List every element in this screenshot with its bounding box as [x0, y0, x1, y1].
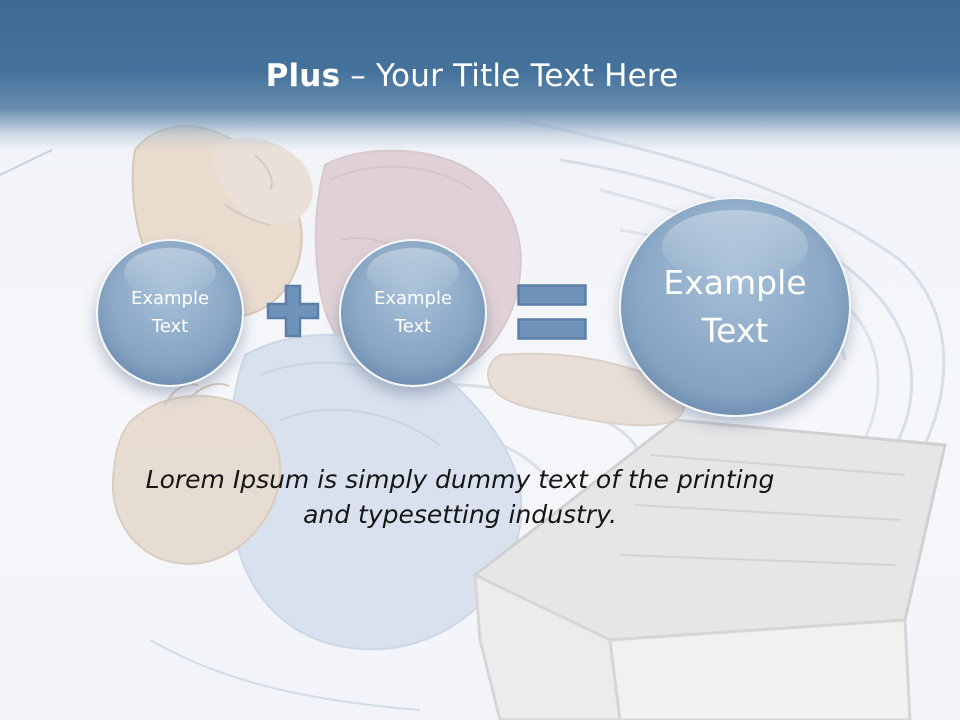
plus-icon — [266, 284, 320, 338]
example-circle-left: Example Text — [96, 239, 244, 387]
title-keyword: Plus — [265, 58, 341, 94]
example-circle-result-text: Example Text — [663, 263, 807, 350]
slide-title: Plus – Your Title Text Here — [0, 56, 944, 96]
example-circle-result: Example Text — [619, 197, 851, 417]
title-banner — [0, 0, 960, 150]
example-circle-middle: Example Text — [339, 239, 487, 387]
example-circle-left-text: Example Text — [130, 288, 210, 337]
equals-icon — [517, 284, 587, 340]
title-text: – Your Title Text Here — [340, 58, 679, 94]
example-circle-middle-text: Example Text — [373, 288, 453, 337]
body-text: Lorem Ipsum is simply dummy text of the … — [145, 465, 775, 529]
